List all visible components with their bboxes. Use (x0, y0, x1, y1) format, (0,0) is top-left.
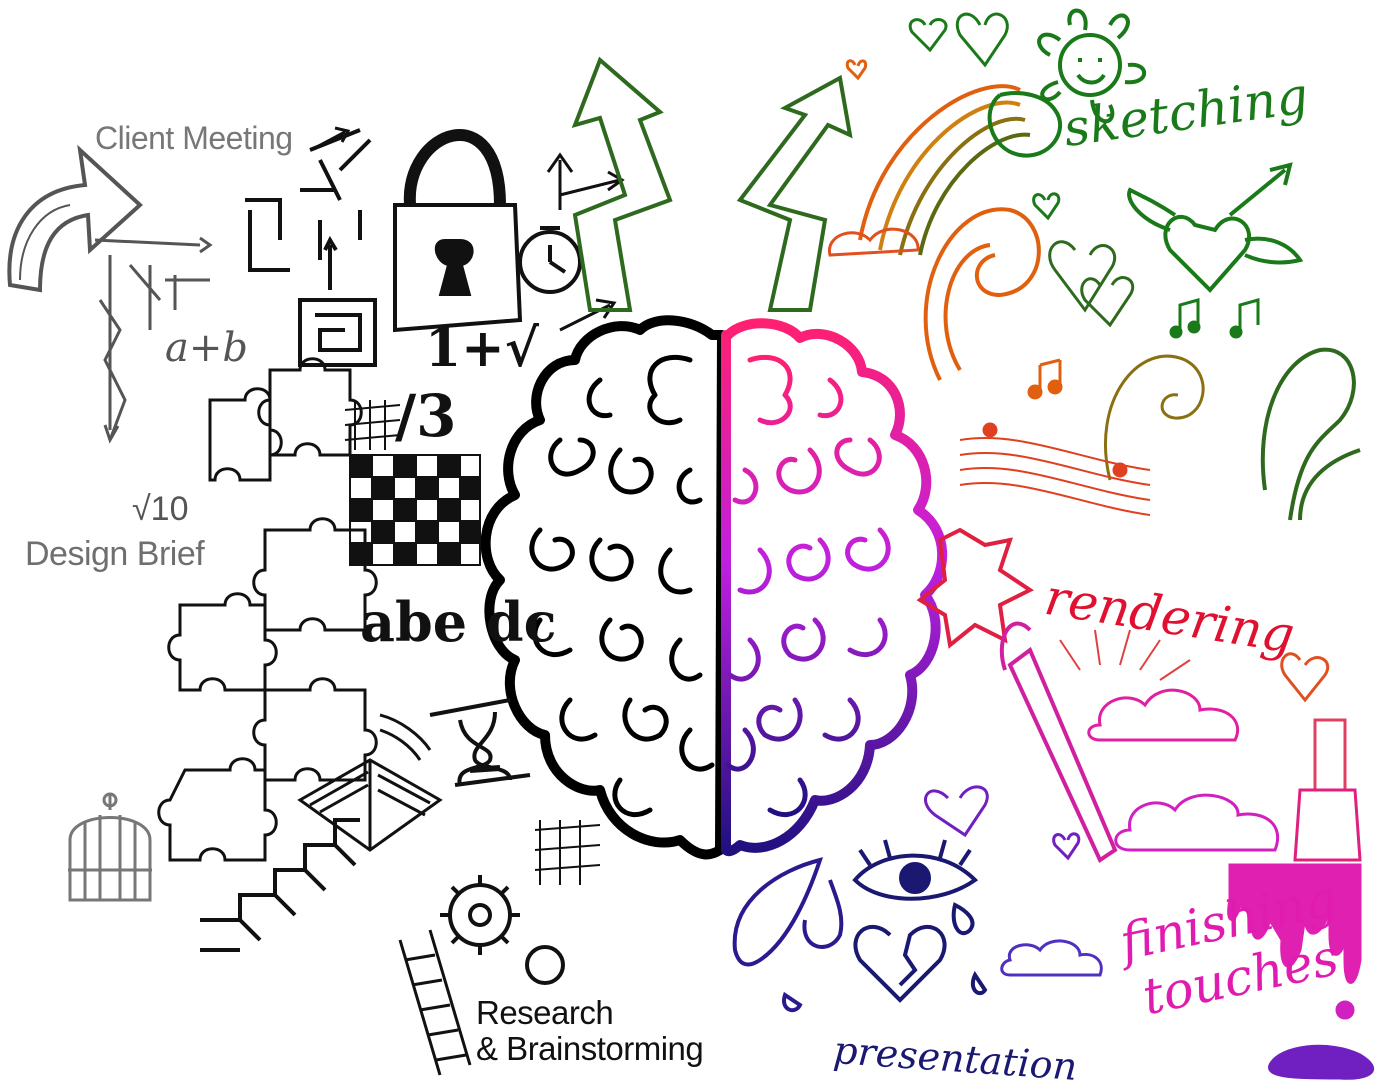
arrow-maze-doodle (245, 128, 377, 367)
sunburst-doodle (1059, 629, 1191, 681)
puzzle-pieces-doodle (157, 357, 378, 862)
flower-doodle (987, 8, 1147, 158)
brainstorming-label-line: & Brainstorming (476, 1030, 704, 1067)
hourglass-doodle (429, 698, 531, 787)
swirl-doodle (923, 207, 1041, 381)
research-brainstorming-label: Research & Brainstorming (476, 994, 704, 1067)
ladder-doodle (398, 929, 472, 1076)
open-book-doodle (297, 713, 443, 852)
leaf-doodle (1260, 347, 1361, 521)
winged-heart-doodle (1127, 162, 1304, 293)
client-meeting-label: Client Meeting (95, 120, 293, 156)
broken-heart-doodle (853, 924, 947, 1003)
design-brief-label: Design Brief (25, 535, 205, 573)
left-brain-hemisphere (480, 315, 727, 860)
crossed-arrows-doodle (571, 56, 853, 312)
clouds-doodle (828, 227, 1279, 977)
spiral-doodle (1104, 354, 1205, 481)
staircase-doodle (200, 818, 360, 952)
tiny-arrows-doodle (314, 126, 351, 150)
research-label-line: Research (476, 994, 614, 1031)
math-expression-label: 1+√ (425, 318, 539, 379)
star-splash-doodle (916, 527, 1034, 649)
letters-label: abe dc (360, 590, 557, 654)
stopwatch-doodle (518, 226, 582, 294)
padlock-doodle (393, 129, 523, 333)
hatch-grid-doodle (534, 820, 601, 885)
paintbrush-doodle (999, 621, 1118, 863)
dripping-paintbrush-doodle (1227, 718, 1375, 1080)
curved-arrow-doodle (7, 144, 143, 293)
gears-doodle (440, 875, 565, 985)
rainbow-doodle (858, 84, 1031, 256)
chessboard-doodle (349, 454, 481, 566)
crying-eye-doodle (852, 839, 988, 996)
music-staff-doodle (959, 436, 1151, 516)
math-fraction-label: /3 (395, 382, 457, 450)
right-brain-hemisphere (721, 318, 948, 857)
teardrops-doodle (732, 857, 844, 1013)
a-plus-b-label: a+b (165, 325, 248, 371)
flow-arrows-doodle (94, 236, 213, 444)
small-arrows-doodle (546, 152, 625, 332)
music-notes-doodle (982, 298, 1260, 478)
hearts-doodle (845, 12, 1329, 861)
birdcage-doodle (68, 792, 152, 902)
sqrt-ten-label: √10 (132, 490, 189, 528)
